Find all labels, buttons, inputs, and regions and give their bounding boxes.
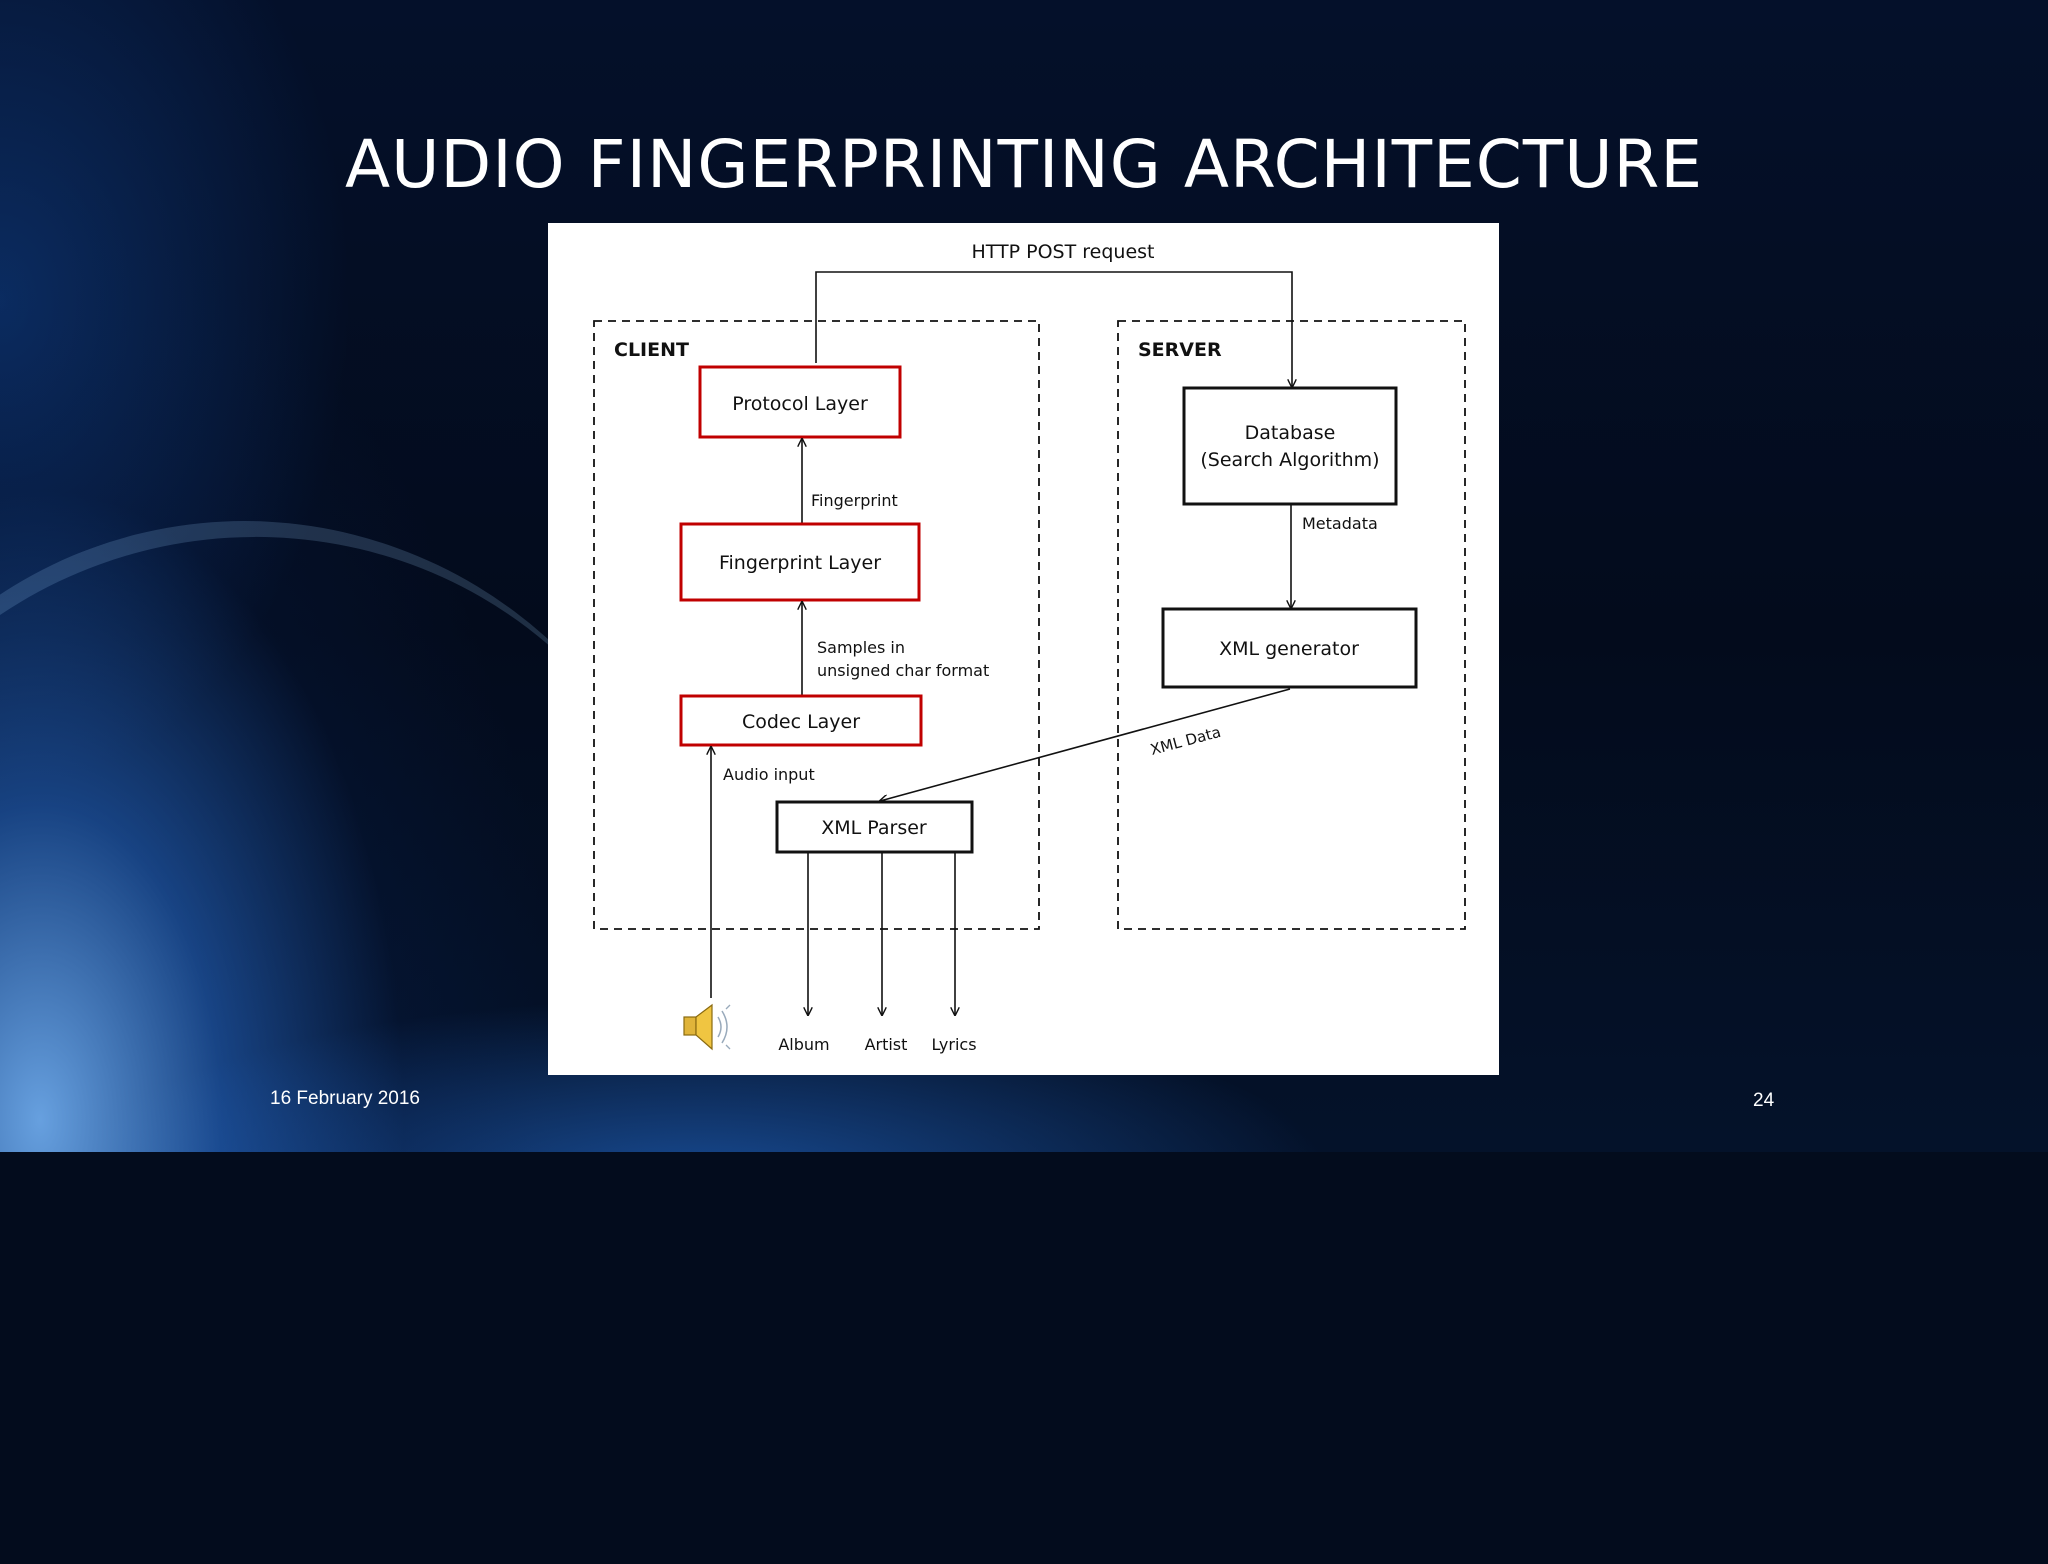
xml-data-edge: XML Data — [880, 688, 1291, 801]
architecture-diagram: HTTP POST request CLIENT SERVER Protocol… — [548, 223, 1499, 1075]
samples-edge: Samples in unsigned char format — [802, 602, 989, 695]
codec-layer-label: Codec Layer — [742, 711, 860, 733]
output-arrows: Album Artist Lyrics — [778, 853, 977, 1054]
database-label-line2: (Search Algorithm) — [1200, 449, 1379, 471]
output-artist-label: Artist — [865, 1035, 908, 1054]
server-container: SERVER — [1117, 320, 1466, 930]
slide-page-number: 24 — [1753, 1090, 1775, 1111]
xml-parser-box: XML Parser — [775, 800, 974, 854]
http-post-label: HTTP POST request — [971, 241, 1154, 263]
metadata-edge-label: Metadata — [1302, 514, 1378, 533]
protocol-layer-box: Protocol Layer — [698, 365, 902, 439]
samples-edge-label-line2: unsigned char format — [817, 661, 989, 680]
database-box: Database (Search Algorithm) — [1182, 386, 1398, 506]
xml-data-edge-label: XML Data — [1148, 723, 1222, 759]
slide-title: AUDIO FINGERPRINTING ARCHITECTURE — [344, 126, 1704, 203]
audio-input-edge: Audio input — [711, 747, 815, 998]
output-lyrics-label: Lyrics — [931, 1035, 976, 1054]
server-label: SERVER — [1138, 339, 1222, 361]
metadata-edge: Metadata — [1291, 505, 1378, 608]
protocol-layer-label: Protocol Layer — [732, 393, 868, 415]
samples-edge-label-line1: Samples in — [817, 638, 905, 657]
database-label-line1: Database — [1245, 422, 1336, 444]
xml-parser-label: XML Parser — [821, 817, 927, 839]
xml-generator-box: XML generator — [1161, 607, 1418, 689]
fingerprint-edge-label: Fingerprint — [811, 491, 898, 510]
fingerprint-edge: Fingerprint — [802, 439, 898, 523]
slide-date: 16 February 2016 — [270, 1088, 420, 1109]
output-album-label: Album — [778, 1035, 829, 1054]
fingerprint-layer-box: Fingerprint Layer — [679, 522, 921, 602]
speaker-icon[interactable] — [683, 1003, 731, 1051]
xml-generator-label: XML generator — [1219, 638, 1359, 660]
audio-input-edge-label: Audio input — [723, 765, 815, 784]
codec-layer-box: Codec Layer — [679, 694, 923, 747]
client-container: CLIENT — [593, 320, 1040, 930]
http-post-connector: HTTP POST request — [815, 241, 1292, 387]
client-label: CLIENT — [614, 339, 689, 361]
fingerprint-layer-label: Fingerprint Layer — [719, 552, 881, 574]
